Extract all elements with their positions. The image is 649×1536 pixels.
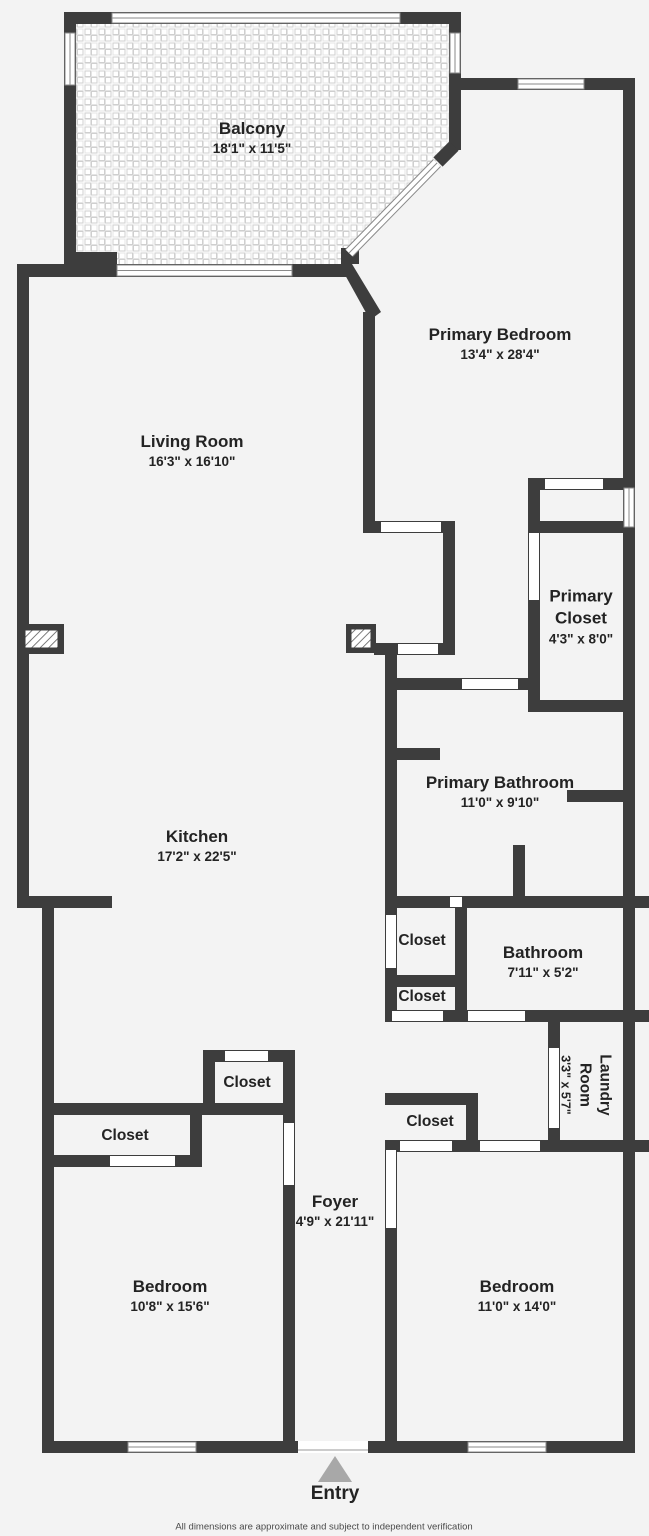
disclaimer-text: All dimensions are approximate and subje… xyxy=(175,1521,473,1533)
room-label-closet-bedroom-right: Closet xyxy=(406,1112,454,1130)
balcony-diagonal-wall xyxy=(345,141,459,257)
room-label-balcony: Balcony 18'1" x 11'5" xyxy=(212,118,292,157)
room-label-primary-bedroom: Primary Bedroom 13'4" x 28'4" xyxy=(428,324,572,363)
room-label-primary-bathroom: Primary Bathroom 11'0" x 9'10" xyxy=(425,772,575,811)
room-label-closet-hall-top: Closet xyxy=(398,931,446,949)
room-label-bedroom-right: Bedroom 11'0" x 14'0" xyxy=(477,1276,557,1315)
room-label-bedroom-left: Bedroom 10'8" x 15'6" xyxy=(130,1276,210,1315)
shaft-hatch xyxy=(346,624,376,653)
room-label-foyer: Foyer 4'9" x 21'11" xyxy=(295,1191,375,1230)
room-label-closet-kitchen: Closet xyxy=(223,1073,271,1091)
balcony-floor xyxy=(76,24,449,264)
room-label-living-room: Living Room 16'3" x 16'10" xyxy=(140,431,244,470)
entry-label: Entry xyxy=(310,1483,360,1504)
room-label-primary-closet: Primary Closet 4'3" x 8'0" xyxy=(548,586,614,647)
windows xyxy=(64,12,635,1453)
room-label-kitchen: Kitchen 17'2" x 22'5" xyxy=(157,826,237,865)
room-label-closet-hall-bottom: Closet xyxy=(398,987,446,1005)
fireplace-hatch xyxy=(18,624,64,654)
room-label-bathroom: Bathroom 7'11" x 5'2" xyxy=(502,942,584,981)
room-label-laundry-room: Laundry Room 3'3" x 5'7" xyxy=(558,1054,614,1116)
entry-arrow-icon xyxy=(318,1456,352,1482)
room-label-closet-bedroom-left: Closet xyxy=(101,1126,149,1144)
door-openings xyxy=(110,479,603,1453)
